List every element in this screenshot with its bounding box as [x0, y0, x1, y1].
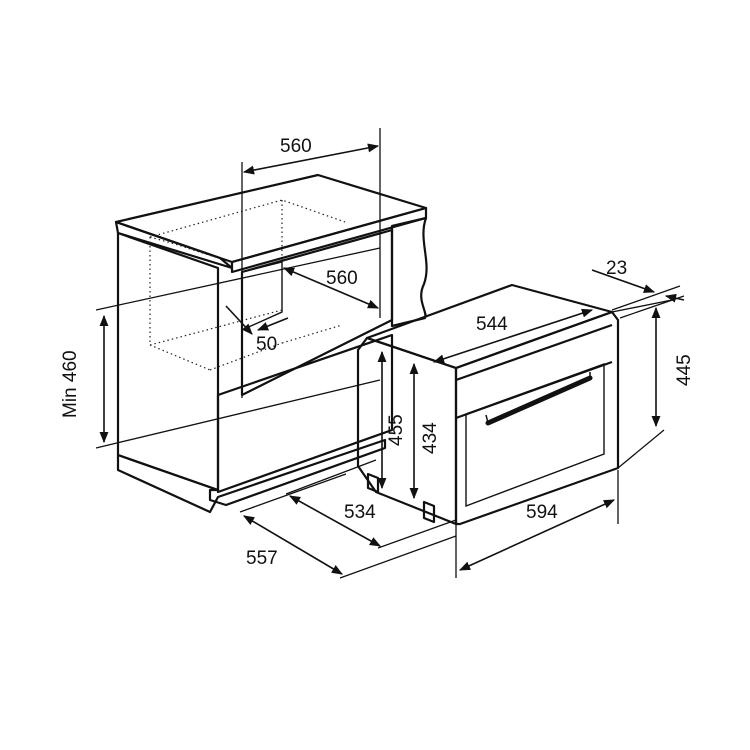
- label-534: 534: [344, 502, 376, 523]
- dim-line-23-b: [664, 293, 685, 303]
- dim-line-534: [289, 495, 381, 547]
- cabinet-top-thickness: [230, 206, 428, 274]
- label-594: 594: [526, 502, 558, 523]
- cabinet-bottom-panel: [216, 333, 394, 494]
- label-557: 557: [246, 548, 278, 569]
- dim-line-23-a: [591, 269, 656, 293]
- cabinet-front-left-panel: [116, 231, 220, 492]
- label-23: 23: [606, 258, 627, 279]
- cabinet-inner-side: [241, 261, 283, 332]
- ext-line-557: [239, 473, 457, 579]
- dim-line-594: [458, 499, 616, 571]
- label-560-inner: 560: [326, 268, 358, 289]
- dim-line-50: [225, 305, 253, 335]
- cabinet-hidden-edge-2: [149, 236, 219, 259]
- dimension-labels: 560 560 50 Min 460 557 534 455 434 544 5…: [60, 136, 695, 569]
- cabinet-hidden-edges: [149, 199, 346, 371]
- cabinet-right-panel: [390, 216, 428, 328]
- oven-foot-left: [366, 472, 380, 494]
- dimension-lines: [95, 128, 685, 579]
- oven-handle-mounts: [485, 372, 591, 424]
- ext-line-534: [285, 459, 457, 549]
- dim-line-544: [432, 308, 594, 364]
- label-455: 455: [386, 414, 407, 446]
- oven-front-frame: [454, 310, 620, 526]
- oven-handle[interactable]: [485, 375, 593, 426]
- oven-side: [356, 336, 458, 526]
- oven-door-window: [465, 363, 605, 508]
- dim-line-560-inner: [282, 267, 380, 309]
- ext-line-445: [611, 299, 673, 469]
- cabinet-opening: [240, 228, 394, 397]
- dim-line-560-top: [242, 143, 380, 175]
- label-50: 50: [256, 334, 277, 355]
- dim-line-50-b: [256, 317, 289, 331]
- ext-line-460-top: [95, 247, 381, 311]
- ext-line-594: [455, 470, 619, 578]
- ext-line-23: [611, 285, 685, 319]
- ext-line-460-bottom: [95, 379, 381, 449]
- label-445: 445: [674, 354, 695, 386]
- label-434: 434: [420, 422, 441, 454]
- label-min-460: Min 460: [60, 350, 81, 418]
- label-544: 544: [476, 314, 508, 335]
- label-560-top: 560: [280, 136, 312, 157]
- oven-foot-right: [422, 500, 436, 524]
